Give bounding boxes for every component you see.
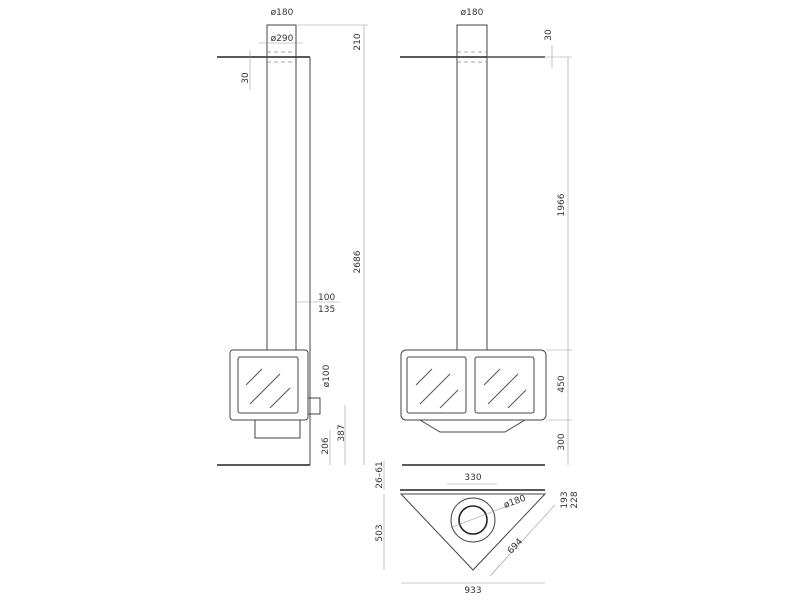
collar-height-label: 210 xyxy=(353,33,363,50)
depth-label: 503 xyxy=(375,524,385,541)
width-label: 933 xyxy=(464,586,481,596)
stove-glass-left xyxy=(406,356,467,414)
stove-body xyxy=(400,349,547,421)
stove-plan-outline xyxy=(399,493,547,571)
side-view: ø180 ø290 210 30 2686 100 135 ø100 387 2… xyxy=(217,8,368,466)
side-length-label: 694 xyxy=(506,537,525,557)
stove-height-label: 450 xyxy=(557,375,567,392)
plan-flue-diameter-label: ø180 xyxy=(503,494,528,511)
wall-gap-1-label: 100 xyxy=(318,293,335,303)
floor-gap-label: 26–61 xyxy=(375,461,385,488)
stove-base xyxy=(419,419,526,433)
stove-base xyxy=(254,419,301,439)
stove-elevation-label: 300 xyxy=(557,433,567,450)
flue-inner-circle xyxy=(458,505,488,535)
plan-view: 26–61 330 ø180 193 228 503 694 933 xyxy=(375,460,580,596)
collar-diameter-label: ø290 xyxy=(271,34,294,44)
front-ceiling-offset-label: 30 xyxy=(544,29,554,41)
total-height-label: 2686 xyxy=(353,250,363,273)
stove-glass-right xyxy=(474,356,535,414)
front-flue-diameter-label: ø180 xyxy=(461,8,484,18)
rear-width-label: 330 xyxy=(464,473,481,483)
pipe-height-label: 1966 xyxy=(557,193,567,216)
air-inlet xyxy=(307,397,321,415)
flue-offset-label: 193 xyxy=(560,491,570,508)
wall-gap-2-label: 135 xyxy=(318,305,335,315)
flue-outer-circle xyxy=(450,497,496,543)
front-view: ø180 30 1966 450 300 xyxy=(400,8,572,466)
inlet-bottom-label: 206 xyxy=(321,437,331,454)
flue-offset-total-label: 228 xyxy=(570,491,580,508)
stove-glass xyxy=(237,356,299,414)
inlet-height-label: 387 xyxy=(337,424,347,441)
side-flue-diameter-label: ø180 xyxy=(271,8,294,18)
side-ceiling-offset-label: 30 xyxy=(241,72,251,84)
flue-pipe xyxy=(456,24,488,351)
air-inlet-diameter-label: ø100 xyxy=(322,364,332,387)
flue-pipe xyxy=(266,24,297,351)
